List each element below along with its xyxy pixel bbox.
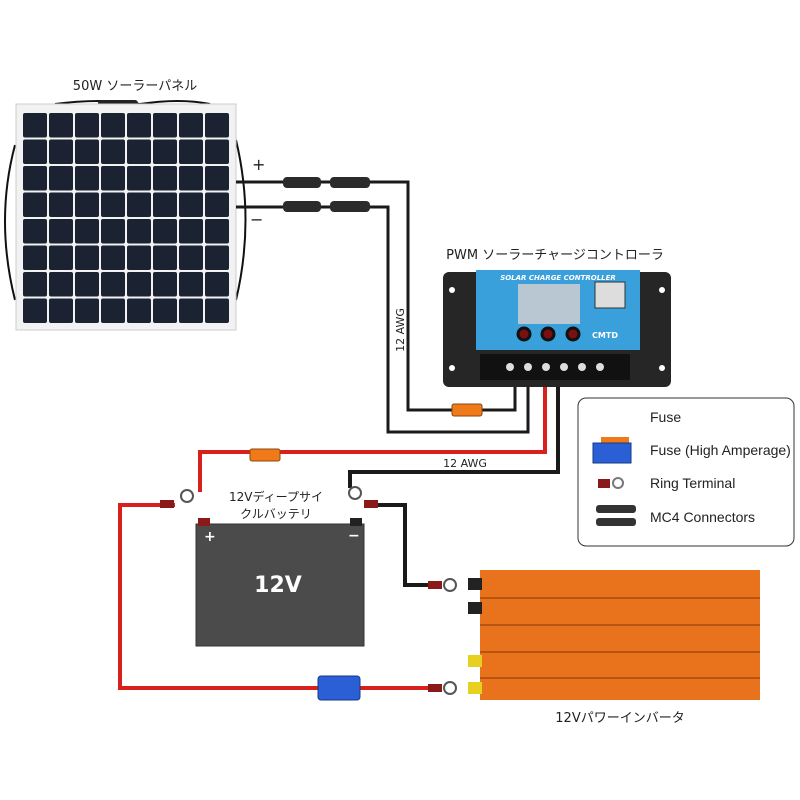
inverter-negative-wire	[372, 503, 440, 587]
battery-positive-wire	[198, 387, 547, 492]
fuse-icon	[249, 448, 281, 462]
legend-label-mc4: MC4 Connectors	[650, 509, 755, 525]
battery-plus-sign: +	[204, 529, 216, 545]
battery-negative-wire	[348, 387, 560, 488]
battery-voltage: 12V	[254, 573, 302, 598]
battery-label-line1: 12Vディープサイ	[229, 489, 323, 504]
battery-minus-sign: −	[348, 528, 360, 544]
inverter-label: 12Vパワーインバータ	[555, 711, 684, 726]
high-amp-fuse-icon	[317, 675, 361, 701]
legend-label-ring-terminal: Ring Terminal	[650, 475, 735, 491]
panel-plus-sign: +	[252, 155, 265, 174]
legend: Fuse Fuse (High Amperage) Ring Terminal …	[577, 397, 795, 547]
solar-panel-label: 50W ソーラーパネル	[73, 79, 197, 94]
ring-terminal-icon	[180, 486, 457, 695]
battery: 12Vディープサイ クルバッテリ + − 12V	[195, 489, 365, 647]
controller-face-label: SOLAR CHARGE CONTROLLER	[500, 274, 616, 282]
battery-label-line2: クルバッテリ	[240, 507, 312, 521]
wire-gauge-horizontal-label: 12 AWG	[443, 457, 487, 470]
wire-gauge-vertical-label: 12 AWG	[394, 308, 407, 352]
inverter-positive-wire	[118, 503, 440, 690]
ring-terminal-icon	[598, 479, 610, 488]
charge-controller: PWM ソーラーチャージコントローラ SOLAR CHARGE CONTROLL…	[443, 248, 671, 387]
high-amp-fuse-icon	[592, 442, 632, 464]
fuse-icon	[451, 403, 483, 417]
solar-panel: 50W ソーラーパネル + −	[4, 79, 265, 331]
controller-brand: CMTD	[592, 331, 618, 340]
power-inverter: 12Vパワーインバータ	[468, 570, 760, 726]
legend-label-fuse: Fuse	[650, 409, 681, 425]
mc4-connector-icon	[283, 177, 370, 212]
panel-minus-sign: −	[250, 210, 263, 229]
controller-label: PWM ソーラーチャージコントローラ	[446, 248, 664, 263]
mc4-connector-icon	[596, 505, 636, 526]
legend-label-high-amp-fuse: Fuse (High Amperage)	[650, 442, 791, 458]
